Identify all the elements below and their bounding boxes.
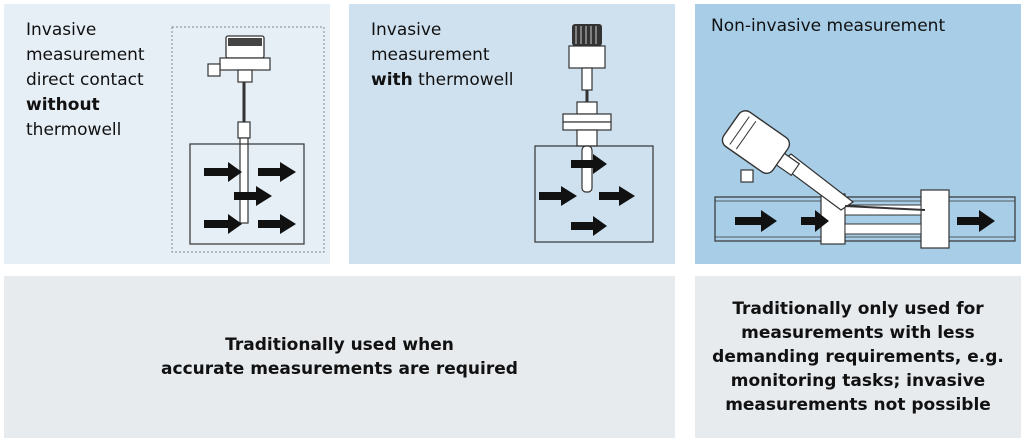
- panel2-line-3-rest: thermowell: [412, 70, 514, 90]
- bottom-right-line-3: demanding requirements, e.g.: [712, 347, 1004, 367]
- bottom-left-line-1: Traditionally used when: [225, 335, 454, 355]
- bottom-right-text: Traditionally only used for measurements…: [695, 276, 1021, 438]
- bottom-right-line-5: measurements not possible: [725, 395, 991, 415]
- panel2-line-1: Invasive: [371, 20, 442, 40]
- bottom-right-note: Traditionally only used for measurements…: [695, 276, 1021, 438]
- panel1-line-2: measurement: [26, 45, 145, 65]
- bottom-left-line-2: accurate measurements are required: [161, 359, 518, 379]
- thermometer-sensor-icon: [171, 26, 325, 253]
- bottom-right-line-2: measurements with less: [741, 323, 975, 343]
- panel2-line-3-bold: with: [371, 70, 413, 90]
- panel2-label: Invasive measurement with thermowell: [371, 18, 514, 93]
- panel1-line-3: direct contact: [26, 70, 144, 90]
- bottom-left-text: Traditionally used when accurate measure…: [4, 276, 675, 438]
- panel-invasive-direct-contact: Invasive measurement direct contact with…: [4, 4, 330, 264]
- panel-invasive-with-thermowell: Invasive measurement with thermowell: [349, 4, 675, 264]
- panel1-label: Invasive measurement direct contact with…: [26, 18, 145, 143]
- panel1-line-5: thermowell: [26, 120, 122, 140]
- bottom-left-note: Traditionally used when accurate measure…: [4, 276, 675, 438]
- bottom-right-line-1: Traditionally only used for: [732, 299, 984, 319]
- panel1-line-1: Invasive: [26, 20, 97, 40]
- panel3-title: Non-invasive measurement: [711, 16, 946, 36]
- panel1-line-4: without: [26, 95, 100, 115]
- panel2-line-3: with thermowell: [371, 68, 514, 93]
- panel-non-invasive: Non-invasive measurement: [695, 4, 1021, 264]
- thermowell-sensor-icon: [534, 24, 654, 243]
- clamp-on-sensor-icon: [714, 110, 1016, 249]
- panel2-line-2: measurement: [371, 45, 490, 65]
- bottom-right-line-4: monitoring tasks; invasive: [730, 371, 986, 391]
